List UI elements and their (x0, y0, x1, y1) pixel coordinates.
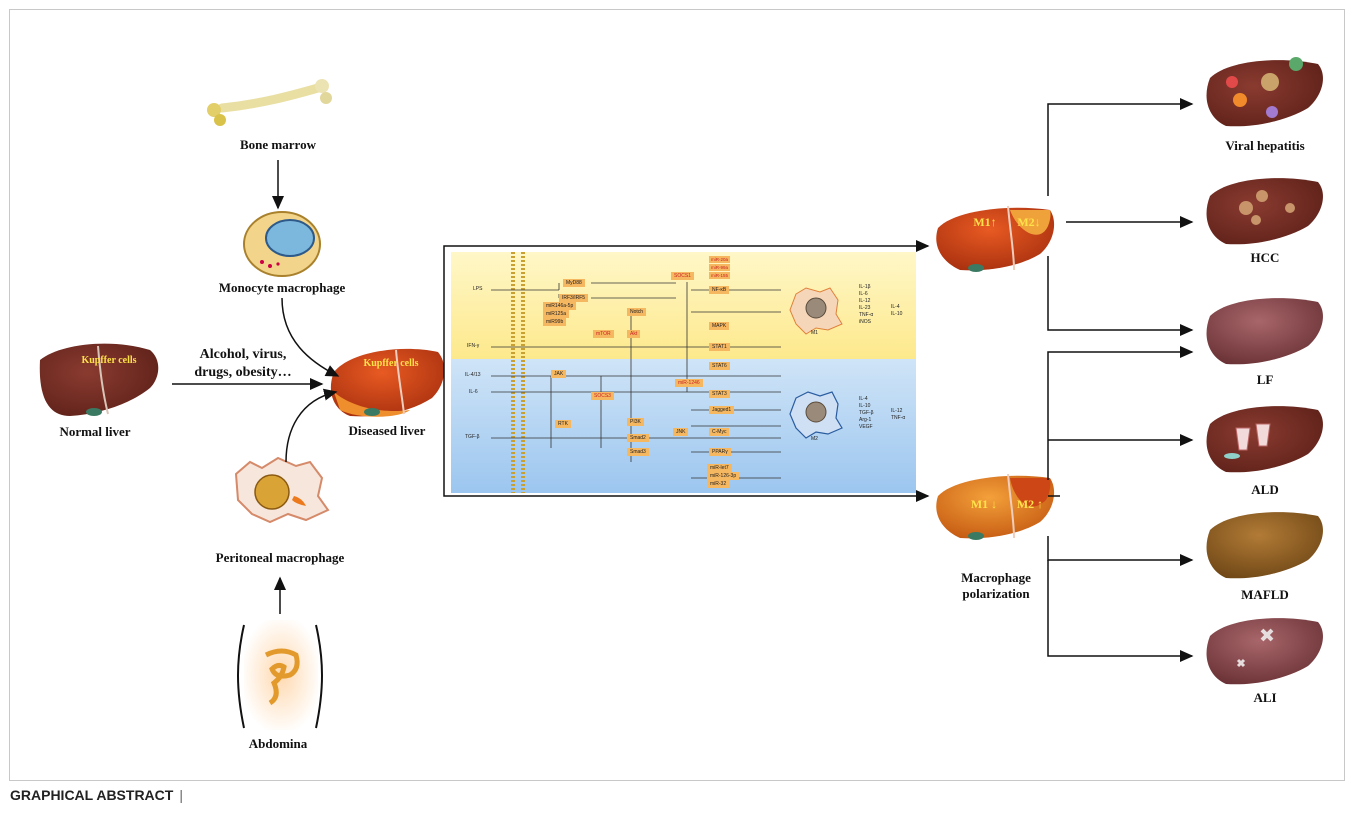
node-socs3: SOCS3 (591, 392, 614, 400)
label-kupffer-normal: Kupffer cells (81, 355, 137, 366)
node-mir-top2: miR-99a (709, 264, 731, 271)
diseased-liver-icon (330, 348, 445, 417)
node-mtor: mTOR (593, 330, 614, 338)
label-ald: ALD (1251, 482, 1279, 497)
node-notch: Notch (627, 308, 647, 316)
node-mir-32: miR-32 (707, 480, 730, 488)
bone-icon (207, 79, 332, 126)
node-stat3: STAT3 (709, 390, 730, 398)
node-smad2: Smad2 (627, 434, 649, 442)
node-mapk: MAPK (709, 322, 730, 330)
label-causes: Alcohol, virus, drugs, obesity… (194, 347, 292, 380)
node-cmyc: C-Myc (709, 428, 730, 436)
m2-products: IL-4 IL-10 TGF-β Arg-1 VEGF (859, 396, 874, 430)
arrow-to-m2 (443, 384, 930, 502)
label-kupffer-diseased: Kupffer cells (363, 358, 419, 369)
ligand-il6: IL-6 (469, 389, 478, 395)
label-viral-hepatitis: Viral hepatitis (1225, 138, 1305, 153)
arrow-to-m1 (443, 240, 930, 384)
m2-suppressed: IL-12 TNF-α (891, 408, 906, 421)
ligand-ifng: IFN-γ (467, 343, 480, 349)
ligand-il4: IL-4/13 (465, 372, 481, 378)
node-jnk: JNK (673, 428, 689, 436)
arrow-peritoneal-to-liver (285, 388, 338, 463)
pathway-lines (491, 252, 843, 493)
m2-liver-icon (936, 473, 1055, 540)
node-stat1: STAT1 (709, 343, 730, 351)
outcome-arrows (1047, 98, 1192, 662)
m1-products: IL-1β IL-6 IL-12 IL-23 TNF-α iNOS (859, 284, 874, 325)
node-smad3: Smad3 (627, 448, 649, 456)
peritoneal-macrophage-icon (234, 456, 330, 524)
label-macrophage-polarization: Macrophage polarization (961, 570, 1031, 601)
figure-caption: GRAPHICAL ABSTRACT | (10, 787, 183, 803)
label-monocyte-macrophage: Monocyte macrophage (218, 280, 346, 295)
node-stat6: STAT6 (709, 362, 730, 370)
lf-liver-icon (1206, 298, 1323, 365)
m1-liver-icon (936, 205, 1055, 272)
label-m2-down: M2↓ (1017, 215, 1041, 229)
node-pi3k: PI3K (627, 418, 644, 426)
m1-suppressed: IL-4 IL-10 (891, 304, 903, 317)
caption-title: GRAPHICAL ABSTRACT (10, 787, 174, 803)
ligand-lps: LPS (473, 286, 483, 292)
label-m1-down: M1 ↓ (970, 497, 998, 511)
label-m2-up: M2 ↑ (1016, 497, 1044, 511)
monocyte-icon (243, 211, 321, 277)
node-mir-126: miR-126-3p (707, 472, 740, 480)
m1-region (451, 252, 916, 359)
node-myd88: MyD88 (563, 279, 585, 287)
m1-cell-label: M1 (811, 330, 818, 336)
node-jak: JAK (551, 370, 567, 378)
ligand-tgfb: TGF-β (465, 434, 480, 440)
figure-frame (9, 9, 1345, 781)
label-lf: LF (1256, 372, 1274, 387)
mafld-liver-icon (1206, 512, 1323, 579)
node-mir125a: miR125a (543, 310, 570, 318)
label-bone-marrow: Bone marrow (240, 137, 316, 152)
caption-bar: | (179, 787, 183, 803)
node-socs1: SOCS1 (671, 272, 694, 280)
m2-cell-label: M2 (811, 436, 818, 442)
signaling-pathway-panel: LPS IFN-γ IL-4/13 IL-6 TGF-β MyD88 IRF3/… (451, 252, 916, 493)
node-rtk: RTK (555, 420, 571, 428)
node-mir-top3: miR-155 (709, 272, 731, 279)
node-mir-top1: miR-20a (709, 256, 731, 263)
hcc-liver-icon (1206, 178, 1323, 245)
ald-liver-icon (1206, 406, 1323, 473)
m1-cell-icon (789, 287, 843, 335)
label-mafld: MAFLD (1241, 587, 1289, 602)
node-akt: Akt (627, 330, 641, 338)
label-normal-liver: Normal liver (59, 424, 131, 439)
abdomen-icon (237, 620, 323, 730)
label-m1-up: M1↑ (973, 215, 997, 229)
node-mir146a: miR146a-5p (543, 302, 577, 310)
m2-cell-icon (789, 391, 843, 439)
node-mir-let7: miR-let7 (707, 464, 732, 472)
viral-hepatitis-liver-icon (1206, 57, 1323, 127)
node-irf3: IRF3/IRF5 (559, 294, 589, 302)
node-nfkb: NF-κB (709, 286, 730, 294)
label-abdomina: Abdomina (248, 736, 308, 751)
label-hcc: HCC (1250, 250, 1280, 265)
label-peritoneal-macrophage: Peritoneal macrophage (215, 550, 345, 565)
label-ali: ALI (1253, 690, 1277, 705)
node-ppar: PPARγ (709, 448, 731, 456)
arrow-monocyte-to-liver (281, 297, 340, 377)
label-diseased-liver: Diseased liver (348, 423, 426, 438)
normal-liver-icon (39, 343, 159, 416)
ali-liver-icon (1206, 618, 1323, 685)
node-mir99b: miR99b (543, 318, 567, 326)
node-mir1246: miR-1246 (675, 379, 703, 387)
node-jagged1: Jagged1 (709, 406, 735, 414)
